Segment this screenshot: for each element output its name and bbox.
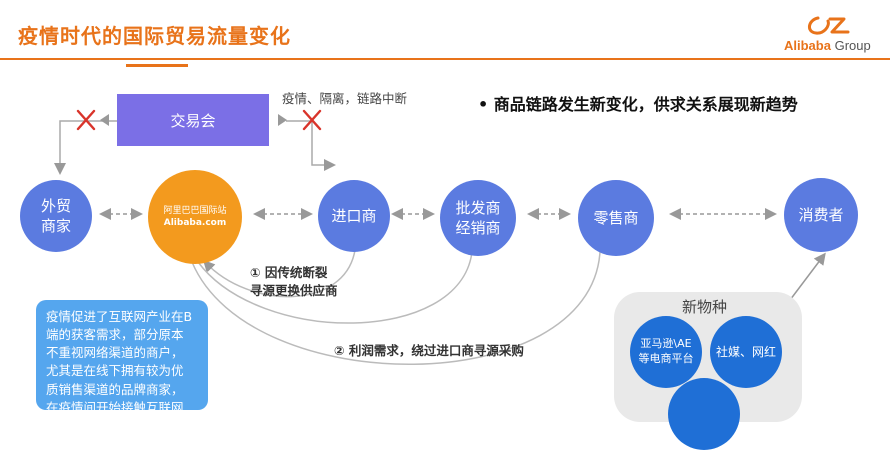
path2-note: ② 利润需求，绕过进口商寻源采购: [334, 343, 524, 358]
path1-note: ① 因传统断裂 寻源更换供应商: [250, 265, 338, 298]
page-title: 疫情时代的国际贸易流量变化: [18, 24, 291, 48]
node-social-media: 社媒、网红: [710, 316, 782, 388]
pandemic-note-box: 疫情促进了互联网产业在B 端的获客需求，部分原本 不重视网络渠道的商户， 尤其是…: [36, 300, 208, 415]
alibaba-node-cn: 阿里巴巴国际站: [163, 205, 227, 216]
node-importer: 进口商: [318, 180, 390, 252]
alibaba-node-en: Alibaba.com: [163, 218, 227, 228]
new-species-label: 新物种: [682, 298, 728, 316]
headline-bullet: • 商品链路发生新变化，供求关系展现新趋势: [478, 95, 798, 114]
node-retailer: 零售商: [578, 180, 654, 256]
disruption-note: 疫情、隔离，链路中断: [282, 91, 408, 106]
node-consumer: 消费者: [784, 178, 858, 252]
header-divider: [0, 58, 890, 60]
alibaba-group-logo: [800, 14, 860, 38]
node-wholesaler: 批发商经销商: [440, 180, 516, 256]
node-partial-bottom: [668, 378, 740, 450]
right-arrowhead-icon: [278, 114, 287, 126]
cross-left-icon: [74, 108, 98, 132]
accent-underline: [126, 64, 188, 67]
cross-right-icon: [300, 108, 324, 132]
trade-fair-box: 交易会: [117, 94, 269, 146]
left-arrowhead-icon: [100, 114, 109, 126]
node-foreign-trader: 外贸商家: [20, 180, 92, 252]
logo-wordmark: Alibaba Group: [784, 38, 871, 53]
node-alibaba: 阿里巴巴国际站 Alibaba.com: [148, 170, 242, 264]
